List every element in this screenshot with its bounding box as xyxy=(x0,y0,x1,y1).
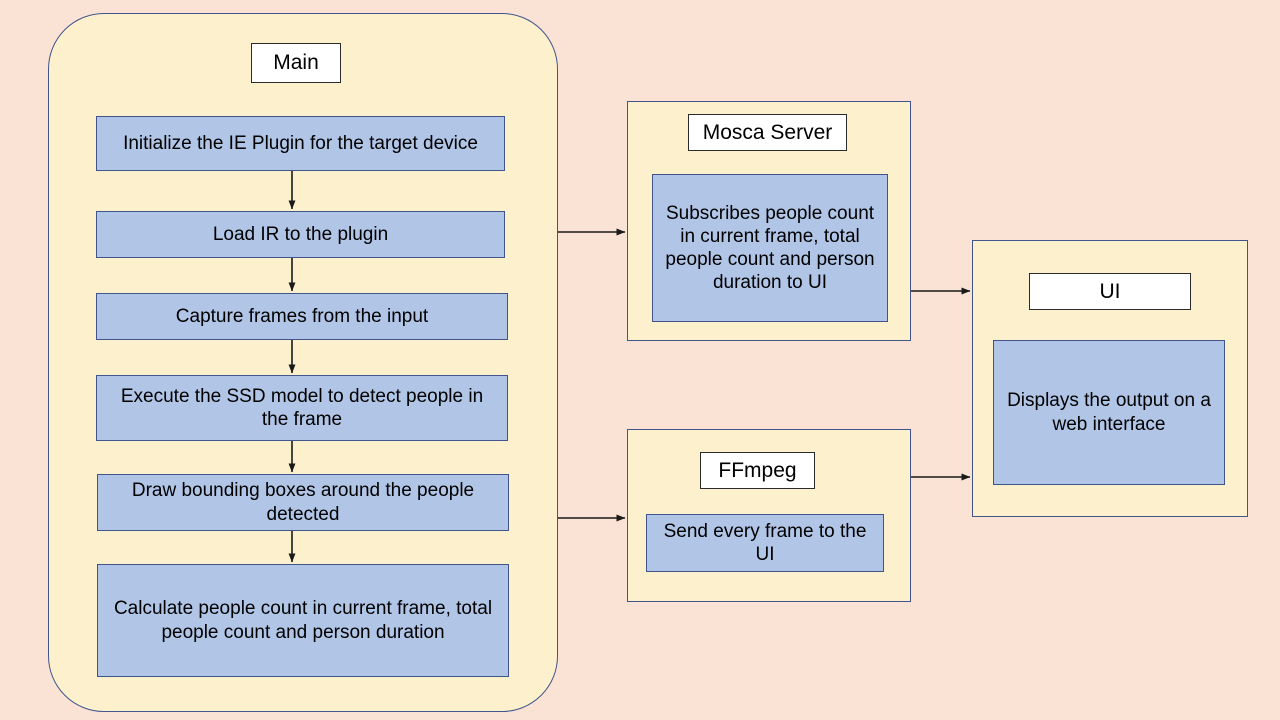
mosca-step-1[interactable]: Subscribes people count in current frame… xyxy=(652,174,888,322)
ui-step-1-label: Displays the output on a web interface xyxy=(1007,390,1211,435)
group-mosca-title-label: Mosca Server xyxy=(702,120,833,144)
group-main-title-label: Main xyxy=(273,51,319,75)
group-ffmpeg-title-label: FFmpeg xyxy=(718,458,797,482)
main-step-1[interactable]: Initialize the IE Plugin for the target … xyxy=(96,116,505,171)
main-step-3-label: Capture frames from the input xyxy=(175,305,429,327)
ui-step-1[interactable]: Displays the output on a web interface xyxy=(993,340,1225,485)
main-step-3[interactable]: Capture frames from the input xyxy=(96,293,508,340)
ffmpeg-step-1[interactable]: Send every frame to the UI xyxy=(646,514,884,572)
group-ui-title: UI xyxy=(1029,273,1191,310)
main-step-6-label: Calculate people count in current frame,… xyxy=(113,598,493,643)
group-ffmpeg-title: FFmpeg xyxy=(700,452,815,489)
main-step-6[interactable]: Calculate people count in current frame,… xyxy=(97,564,509,677)
mosca-step-1-label: Subscribes people count in current frame… xyxy=(665,202,875,294)
main-step-2-label: Load IR to the plugin xyxy=(212,223,389,245)
main-step-5[interactable]: Draw bounding boxes around the people de… xyxy=(97,474,509,531)
main-step-4[interactable]: Execute the SSD model to detect people i… xyxy=(96,375,508,441)
group-main-title: Main xyxy=(251,43,341,83)
group-mosca-title: Mosca Server xyxy=(688,114,847,151)
main-step-4-label: Execute the SSD model to detect people i… xyxy=(120,385,484,430)
main-step-2[interactable]: Load IR to the plugin xyxy=(96,211,505,258)
ffmpeg-step-1-label: Send every frame to the UI xyxy=(663,520,867,565)
main-step-5-label: Draw bounding boxes around the people de… xyxy=(131,480,475,525)
main-step-1-label: Initialize the IE Plugin for the target … xyxy=(123,132,478,154)
group-ui-title-label: UI xyxy=(1099,279,1121,303)
